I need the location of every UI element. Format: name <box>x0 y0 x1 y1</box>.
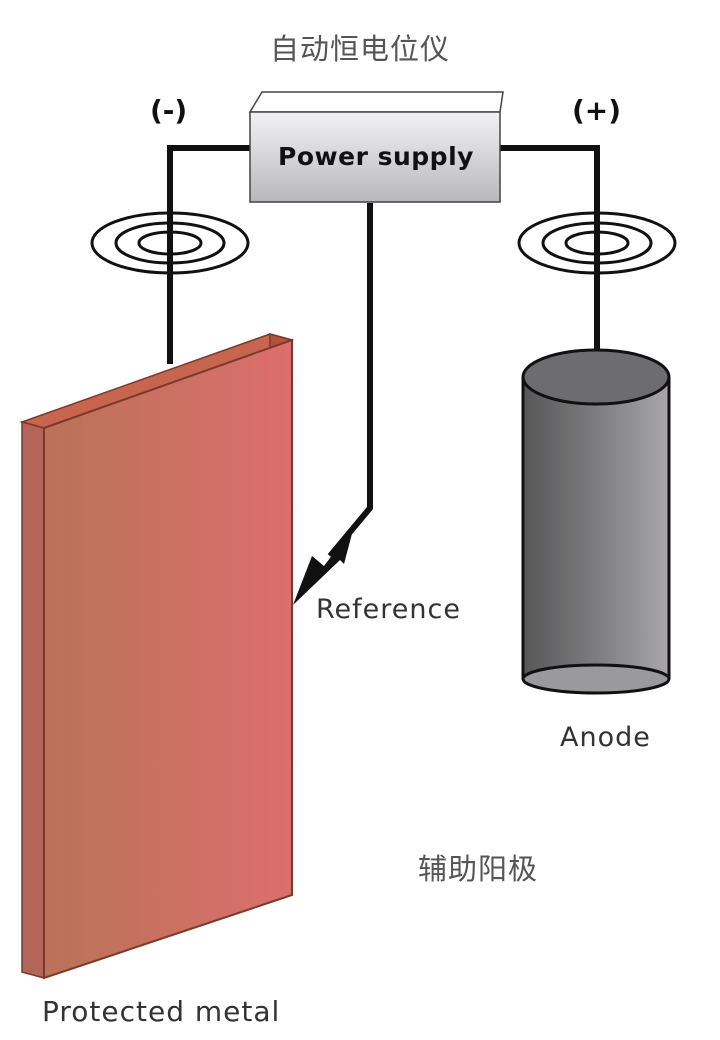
negative-terminal-label: (-) <box>150 94 188 127</box>
anode-cylinder <box>521 348 671 695</box>
protected-metal-label: Protected metal <box>42 995 281 1028</box>
negative-wire <box>167 145 252 364</box>
ring-coil-icon <box>90 211 250 275</box>
ring-coil-icon <box>517 211 677 275</box>
reference-arrow-icon <box>293 526 354 605</box>
positive-terminal-label: (+) <box>572 94 622 127</box>
wires <box>167 145 600 558</box>
power-supply-box <box>248 91 504 203</box>
reference-label: Reference <box>316 594 461 625</box>
power-supply-label: Power supply <box>278 142 474 171</box>
reference-wire <box>327 203 373 558</box>
diagram-title: 自动恒电位仪 <box>269 32 450 66</box>
auxiliary-anode-label: 辅助阳极 <box>418 852 539 886</box>
protected-metal-plate <box>19 333 295 980</box>
positive-wire <box>500 145 600 356</box>
anode-label: Anode <box>560 722 651 753</box>
